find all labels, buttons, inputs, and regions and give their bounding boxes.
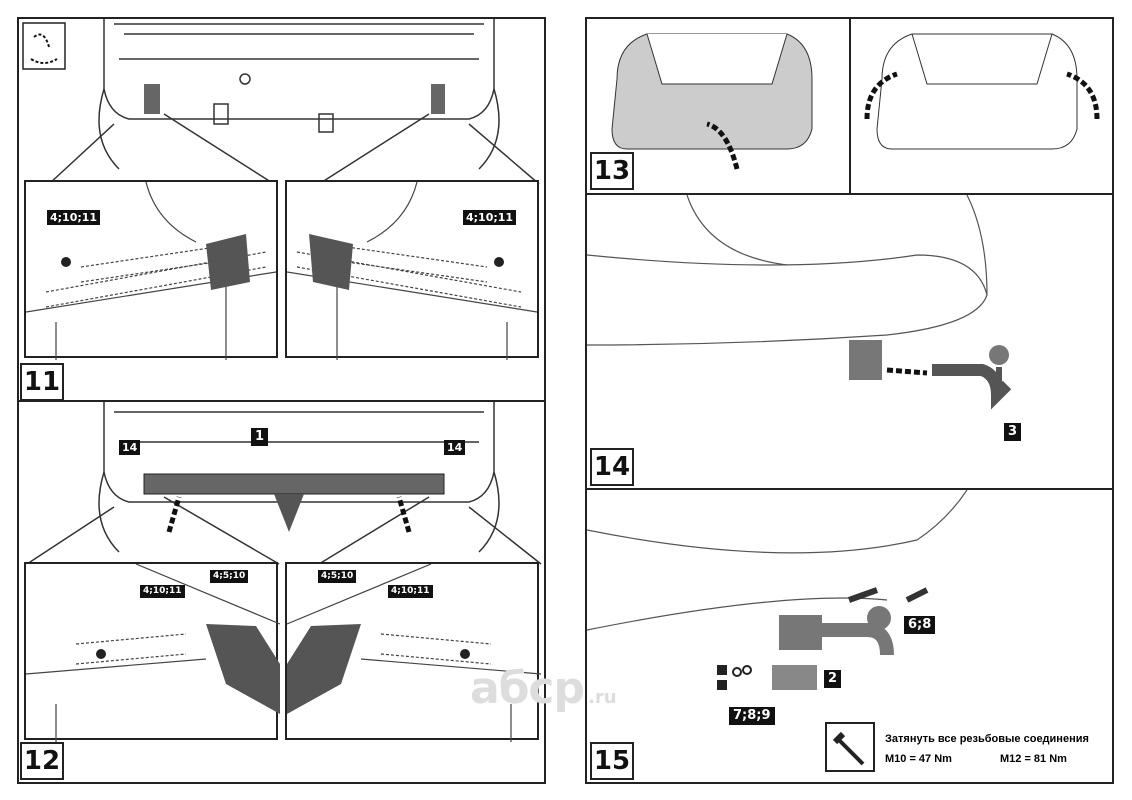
crossbar-left-mount-illustration: [26, 564, 280, 742]
inset-11-right: [285, 180, 539, 360]
watermark-text: aбcp: [470, 663, 585, 714]
step-number-13: 13: [590, 152, 634, 190]
label-part-1: 1: [251, 428, 269, 446]
label-hardware-6-8: 6;8: [904, 616, 936, 634]
label-part-2: 2: [824, 670, 842, 688]
watermark-suffix: .ru: [588, 687, 617, 708]
label-hardware-11-left: 4;10;11: [47, 210, 101, 225]
torque-m12: M12 = 81 Nm: [1000, 753, 1067, 765]
mount-right-illustration: [287, 182, 538, 360]
inset-11-left: [24, 180, 278, 360]
ball-mount-insertion-illustration: [587, 195, 1012, 410]
torque-note: Затянуть все резьбовые соединения M10 = …: [825, 722, 1110, 776]
step-number-12: 12: [20, 742, 64, 780]
bumper-removal-illustration: [611, 19, 1100, 197]
car-rear-underside-illustration: [22, 19, 540, 185]
torque-instruction: Затянуть все резьбовые соединения: [885, 733, 1089, 745]
ball-mount-bolting-illustration: [587, 490, 968, 690]
label-hardware-11-right: 4;10;11: [463, 210, 517, 225]
torque-m10: M10 = 47 Nm: [885, 753, 952, 765]
label-hardware-7-8-9: 7;8;9: [729, 707, 775, 725]
step-number-11: 11: [20, 363, 64, 401]
label-ref-14-right: 14: [444, 440, 466, 455]
panel-step-13: [585, 17, 1114, 197]
panel-step-15: [585, 488, 1114, 784]
label-hardware-12-l1: 4;10;11: [140, 585, 185, 598]
label-hardware-12-r1: 4;5;10: [318, 570, 357, 583]
crossbar-installation-illustration: [26, 402, 542, 565]
watermark-logo: aбcp .ru: [470, 665, 617, 713]
step-number-15: 15: [590, 742, 634, 780]
label-hardware-12-r2: 4;10;11: [388, 585, 433, 598]
panel-step-14: [585, 193, 1114, 490]
label-part-3: 3: [1004, 423, 1022, 441]
tool-hand-icon: [30, 33, 58, 64]
wrench-icon: [825, 722, 875, 772]
mount-left-illustration: [26, 182, 277, 360]
label-ref-14-left: 14: [119, 440, 141, 455]
inset-12-left: [24, 562, 280, 742]
crossbar-right-mount-illustration: [287, 564, 541, 742]
step-number-14: 14: [590, 448, 634, 486]
label-hardware-12-l2: 4;5;10: [210, 570, 249, 583]
